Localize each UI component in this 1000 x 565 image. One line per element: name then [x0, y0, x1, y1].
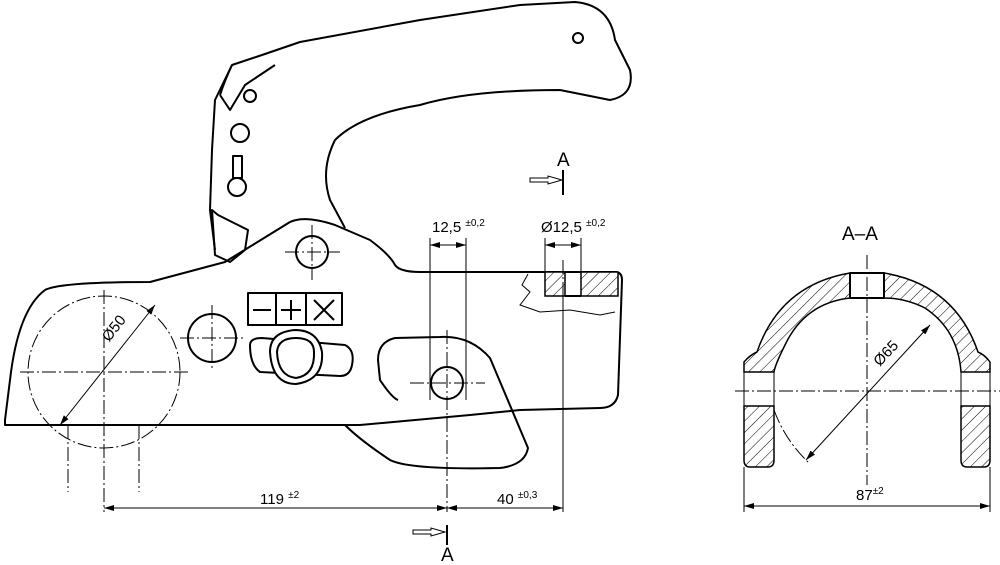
section-marker-top: A [557, 150, 570, 171]
dim-hole-diameter: Ø12,5 ±0,2 [541, 218, 606, 236]
dim-length-main: 119 ±2 [260, 490, 300, 508]
section-title: A–A [842, 224, 878, 245]
dim-overall-width: 87±2 [856, 486, 884, 504]
coupling-body [4, 218, 623, 426]
section-marker-bottom: A [441, 545, 454, 565]
cross-indicator [305, 292, 343, 326]
dim-length-offset: 40 ±0,3 [497, 490, 538, 508]
lever-handle [209, 1, 632, 251]
dim-slot-width: 12,5 ±0,2 [432, 218, 485, 236]
section-view [735, 255, 1000, 512]
